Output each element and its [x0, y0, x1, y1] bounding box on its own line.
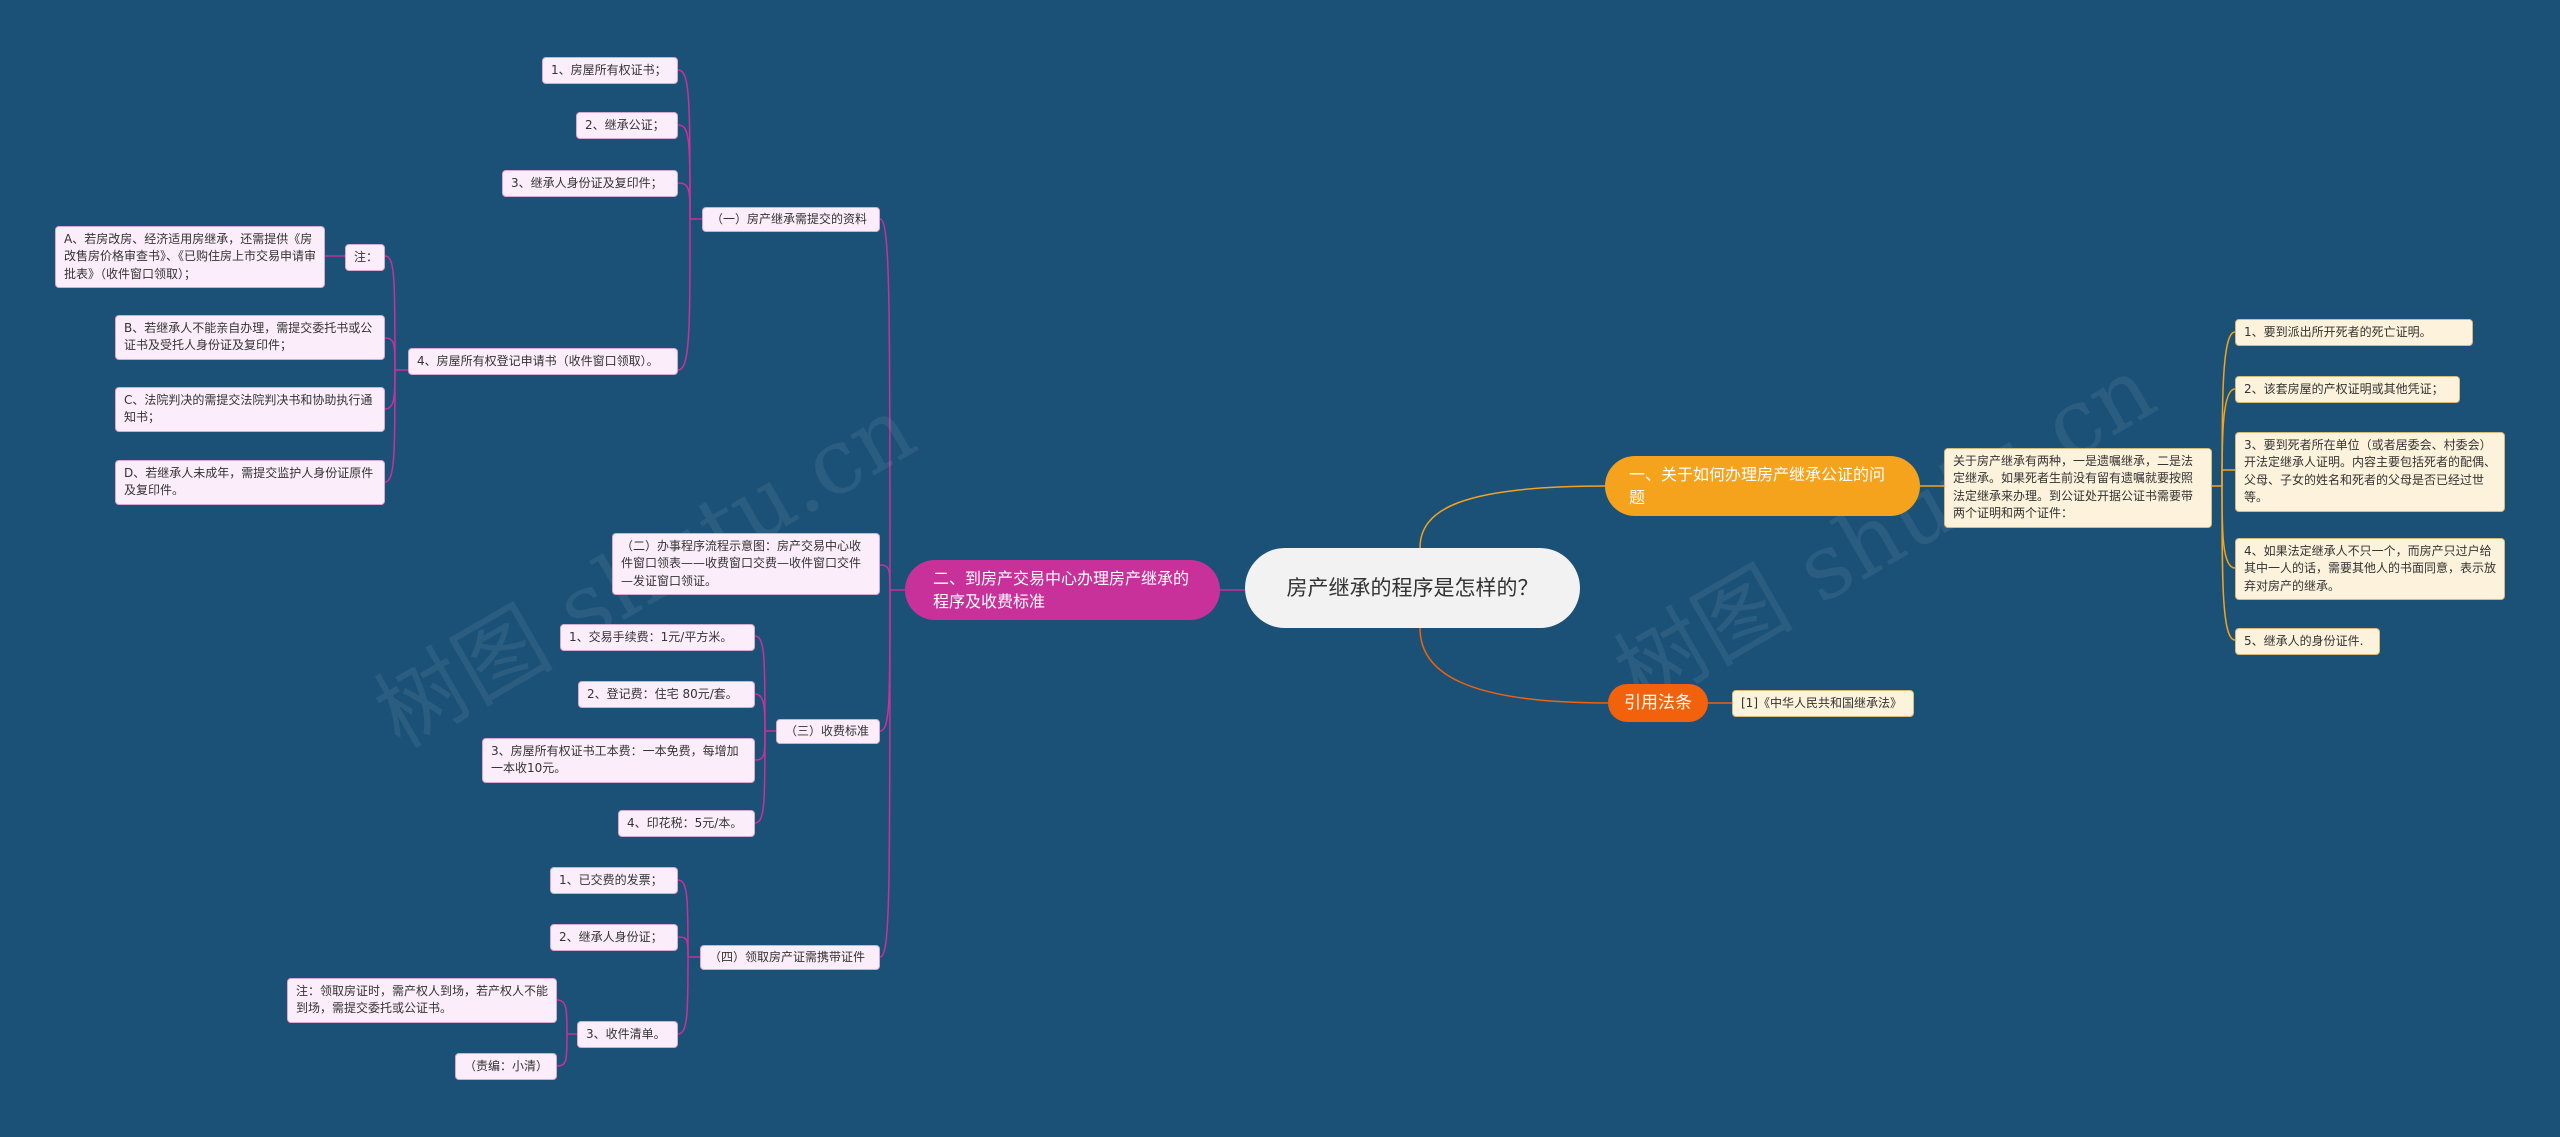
materials-item-1[interactable]: 1、房屋所有权证书；	[542, 57, 678, 85]
notary-item-4[interactable]: 4、如果法定继承人不只一个，而房产只过户给其中一人的话，需要其他人的书面同意，表…	[2235, 538, 2505, 601]
link-root-branch2	[1419, 627, 1609, 704]
materials-item-4[interactable]: 4、房屋所有权登记申请书（收件窗口领取）。	[408, 348, 678, 376]
materials-note-d[interactable]: D、若继承人未成年，需提交监护人身份证原件及复印件。	[115, 460, 385, 505]
sec-fees-topic[interactable]: （三）收费标准	[776, 719, 880, 745]
notary-item-5[interactable]: 5、继承人的身份证件.	[2235, 628, 2380, 656]
branch-procedure-topic[interactable]: 二、到房产交易中心办理房产继承的程序及收费标准	[905, 560, 1220, 620]
materials-item-2[interactable]: 2、继承公证；	[576, 112, 678, 140]
materials-note-label[interactable]: 注：	[345, 244, 385, 272]
sec-certificate-topic[interactable]: （四）领取房产证需携带证件	[700, 945, 880, 971]
sec-process-topic[interactable]: （二）办事程序流程示意图：房产交易中心收件窗口领表——收费窗口交费—收件窗口交件…	[612, 533, 880, 596]
fees-item-1[interactable]: 1、交易手续费：1元/平方米。	[560, 624, 755, 652]
notary-item-3[interactable]: 3、要到死者所在单位（或者居委会、村委会）开法定继承人证明。内容主要包括死者的配…	[2235, 432, 2505, 512]
materials-item-3[interactable]: 3、继承人身份证及复印件；	[502, 170, 678, 198]
fees-item-2[interactable]: 2、登记费：住宅 80元/套。	[578, 681, 755, 709]
materials-note-a[interactable]: A、若房改房、经济适用房继承，还需提供《房改售房价格审查书》、《已购住房上市交易…	[55, 226, 325, 289]
link-root-branch1	[1419, 485, 1606, 549]
law-item-1[interactable]: [1]《中华人民共和国继承法》	[1732, 690, 1914, 718]
branch-notary-description[interactable]: 关于房产继承有两种，一是遗嘱继承，二是法定继承。如果死者生前没有留有遗嘱就要按照…	[1944, 448, 2212, 528]
certificate-note[interactable]: 注：领取房证时，需产权人到场，若产权人不能到场，需提交委托或公证书。	[287, 978, 557, 1023]
branch-law-topic[interactable]: 引用法条	[1608, 684, 1708, 722]
sec-materials-topic[interactable]: （一）房产继承需提交的资料	[702, 207, 880, 233]
fees-item-3[interactable]: 3、房屋所有权证书工本费：一本免费，每增加一本收10元。	[482, 738, 755, 783]
materials-note-c[interactable]: C、法院判决的需提交法院判决书和协助执行通知书；	[115, 387, 385, 432]
root-topic[interactable]: 房产继承的程序是怎样的？	[1245, 548, 1580, 628]
editor-credit[interactable]: （责编：小清）	[455, 1053, 557, 1081]
notary-item-2[interactable]: 2、该套房屋的产权证明或其他凭证；	[2235, 376, 2460, 404]
fees-item-4[interactable]: 4、印花税：5元/本。	[618, 810, 755, 838]
branch-notary-topic[interactable]: 一、关于如何办理房产继承公证的问题	[1605, 456, 1920, 516]
notary-item-1[interactable]: 1、要到派出所开死者的死亡证明。	[2235, 319, 2473, 347]
certificate-item-2[interactable]: 2、继承人身份证；	[550, 924, 678, 952]
certificate-item-3[interactable]: 3、收件清单。	[577, 1021, 678, 1049]
materials-note-b[interactable]: B、若继承人不能亲自办理，需提交委托书或公证书及受托人身份证及复印件；	[115, 315, 385, 360]
certificate-item-1[interactable]: 1、已交费的发票；	[550, 867, 678, 895]
